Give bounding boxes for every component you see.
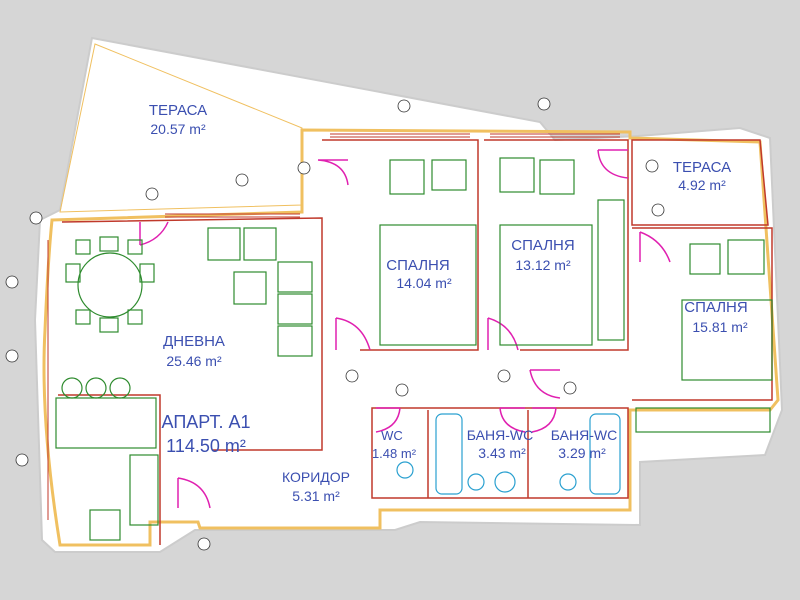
label-wc-name: WC xyxy=(381,428,403,443)
label-terrace-large-area: 20.57 m² xyxy=(150,121,206,137)
label-bath-2-area: 3.29 m² xyxy=(558,445,606,461)
windows xyxy=(47,133,620,520)
label-wc-area: 1.48 m² xyxy=(372,446,417,461)
label-bedroom-1-name: СПАЛНЯ xyxy=(386,257,449,274)
label-bedroom-1-area: 14.04 m² xyxy=(396,275,452,291)
label-living-name: ДНЕВНА xyxy=(163,333,225,350)
slab-outline xyxy=(33,36,784,553)
label-bath-1-area: 3.43 m² xyxy=(478,445,526,461)
label-bath-2-name: БАНЯ-WC xyxy=(551,427,617,443)
label-corridor-area: 5.31 m² xyxy=(292,488,340,504)
label-bath-1-name: БАНЯ-WC xyxy=(467,427,533,443)
label-terrace-large-name: ТЕРАСА xyxy=(149,102,207,119)
bath-fixtures xyxy=(396,413,621,495)
room-labels: ТЕРАСА 20.57 m² ТЕРАСА 4.92 m² ДНЕВНА 25… xyxy=(149,102,748,504)
label-living-area: 25.46 m² xyxy=(166,353,222,369)
doors xyxy=(139,149,671,509)
label-corridor-name: КОРИДОР xyxy=(282,469,350,485)
inner-walls xyxy=(58,139,773,545)
label-apartment-area: 114.50 m² xyxy=(166,436,246,456)
label-bedroom-3-name: СПАЛНЯ xyxy=(684,299,747,316)
level-markers xyxy=(5,97,665,551)
label-apartment-name: АПАРТ. А1 xyxy=(162,412,251,432)
label-bedroom-3-area: 15.81 m² xyxy=(692,319,748,335)
label-bedroom-2-area: 13.12 m² xyxy=(515,257,571,273)
label-terrace-small-name: ТЕРАСА xyxy=(673,159,731,176)
furniture xyxy=(55,157,773,541)
label-bedroom-2-name: СПАЛНЯ xyxy=(511,237,574,254)
label-terrace-small-area: 4.92 m² xyxy=(678,177,726,193)
